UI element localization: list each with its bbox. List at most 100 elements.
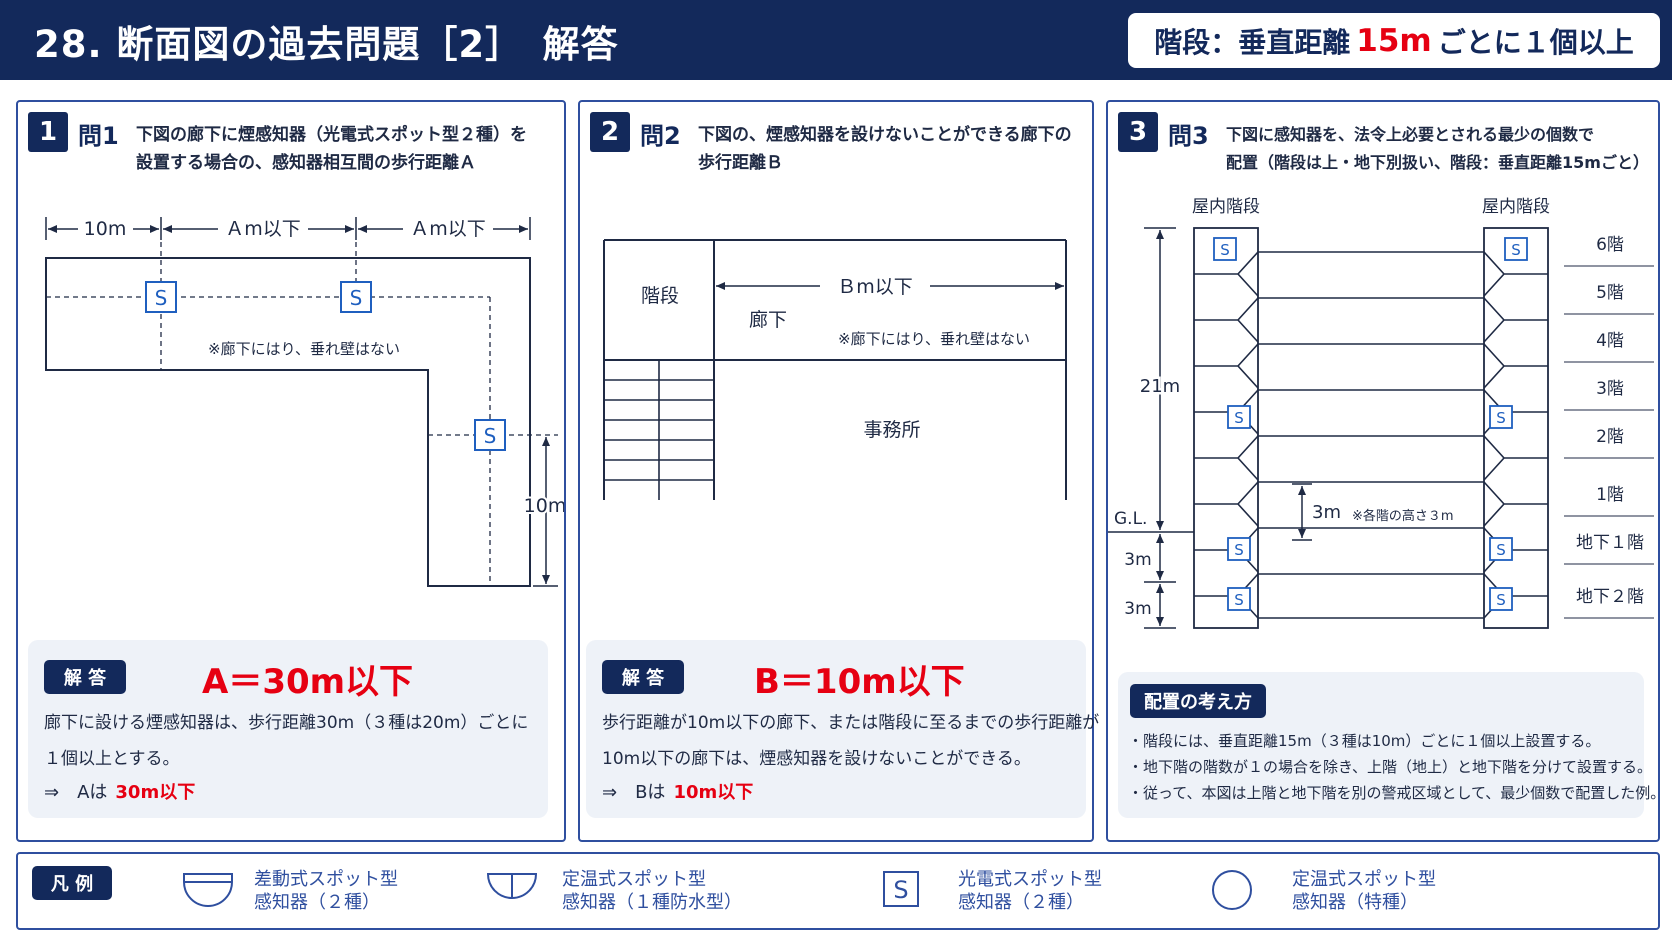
stair-landing-left	[1194, 343, 1259, 389]
building-section-diagram: 屋内階段 屋内階段 S S S S S S	[1108, 197, 1654, 629]
question-2-label: 問2	[640, 122, 681, 150]
legend-item-fixed-waterproof: 定温式スポット型 感知器（１種防水型）	[484, 868, 784, 916]
floor-label: 4階	[1596, 331, 1624, 351]
svg-text:S: S	[893, 876, 908, 904]
floor-label: 2階	[1596, 427, 1624, 447]
photoelectric-sensor-icon: S	[1489, 537, 1513, 561]
floor-label: 6階	[1596, 235, 1624, 255]
floor-label: 地下２階	[1576, 587, 1644, 607]
question-2-panel: 2 問2 下図の、煙感知器を設けないことができる廊下の 歩行距離Ｂ 階段 Ｂm以…	[578, 100, 1099, 842]
height-note: ※各階の高さ３m	[1352, 508, 1454, 524]
corridor-plan-diagram: 10m Ａm以下 Ａm以下 S S S ※廊下にはり、垂れ壁はない 10m	[45, 217, 564, 587]
fixed-temp-special-icon	[1212, 870, 1252, 910]
dim-3m-a-label: 3m	[1312, 502, 1341, 523]
question-2-text: 下図の、煙感知器を設けないことができる廊下の 歩行距離Ｂ	[698, 125, 1072, 173]
photoelectric-sensor-icon: S	[340, 281, 372, 313]
question-1-text: 下図の廊下に煙感知器（光電式スポット型２種）を 設置する場合の、感知器相互間の歩…	[136, 125, 527, 173]
legend-text-photoelectric: 光電式スポット型 感知器（２種）	[958, 869, 1102, 913]
policy-badge: 配置の考え方	[1130, 684, 1266, 718]
policy-line-1: ・階段には、垂直距離15m（３種は10m）ごとに１個以上設置する。	[1128, 732, 1601, 750]
svg-text:S: S	[1234, 591, 1244, 609]
answer-2-value: B＝10m以下	[754, 662, 965, 702]
rule-suffix: ごとに１個以上	[1437, 25, 1634, 59]
dim-b-label: Ｂm以下	[837, 276, 913, 298]
floor-label: 3階	[1596, 379, 1624, 399]
answer-1-value: A＝30m以下	[202, 662, 414, 702]
corridor-note: ※廊下にはり、垂れ壁はない	[208, 340, 400, 358]
stairs-label: 階段	[641, 285, 679, 307]
legend-item-photoelectric: S 光電式スポット型 感知器（２種）	[880, 868, 1140, 916]
stair-landing-left	[1194, 435, 1259, 481]
dim-21m-label: 21m	[1140, 376, 1180, 397]
stair-landing-left	[1194, 297, 1259, 343]
legend-bar: 凡 例 差動式スポット型 感知器（２種） 定温式スポット型 感知器（１種防水型）…	[16, 852, 1660, 930]
svg-text:S: S	[1496, 409, 1506, 427]
differential-spot-icon	[183, 873, 233, 907]
answer-2-badge: 解 答	[602, 660, 684, 694]
photoelectric-sensor-icon: S	[1227, 537, 1251, 561]
question-1-panel: 1 問1 下図の廊下に煙感知器（光電式スポット型２種）を 設置する場合の、感知器…	[16, 100, 566, 842]
policy-line-3: ・従って、本図は上階と地下階を別の警戒区域として、最少個数で配置した例。	[1128, 784, 1666, 802]
svg-text:S: S	[1511, 241, 1521, 259]
question-3-panel: 3 問3 下図に感知器を、法令上必要とされる最少の個数で 配置（階段は上・地下別…	[1106, 100, 1665, 842]
answer-2-explanation-1: 歩行距離が10m以下の廊下、または階段に至るまでの歩行距離が	[602, 713, 1100, 733]
svg-text:S: S	[1496, 591, 1506, 609]
legend-badge: 凡 例	[32, 866, 112, 900]
svg-text:S: S	[1220, 241, 1230, 259]
policy-line-2: ・地下階の階数が１の場合を除き、上階（地上）と地下階を分けて設置する。	[1128, 758, 1652, 776]
stair-left-label: 屋内階段	[1192, 197, 1260, 217]
question-2-number: 2	[590, 112, 630, 152]
photoelectric-sensor-icon: S	[474, 419, 506, 451]
legend-text-fixed-special: 定温式スポット型 感知器（特種）	[1292, 869, 1436, 913]
answer-2-conclusion-value: 10m以下	[673, 782, 754, 803]
dim-3m-b-label: 3m	[1124, 550, 1151, 570]
answer-1-explanation-2: １個以上とする。	[44, 749, 180, 769]
answer-1-explanation-1: 廊下に設ける煙感知器は、歩行距離30m（３種は20m）ごとに	[44, 713, 529, 733]
floor-label: 5階	[1596, 283, 1624, 303]
question-3-text: 下図に感知器を、法令上必要とされる最少の個数で 配置（階段は上・地下別扱い、階段…	[1226, 125, 1649, 172]
header-bar: 28. 断面図の過去問題［2］ 解答 階段：垂直距離 15m ごとに１個以上	[0, 0, 1672, 80]
svg-text:S: S	[1234, 409, 1244, 427]
corridor-note: ※廊下にはり、垂れ壁はない	[838, 330, 1030, 348]
dim-3m-c-label: 3m	[1124, 599, 1151, 619]
answer-1-badge: 解 答	[44, 660, 126, 694]
question-1-number: 1	[28, 112, 68, 152]
corridor-label: 廊下	[749, 309, 787, 331]
page-title: 28. 断面図の過去問題［2］ 解答	[34, 23, 619, 66]
svg-text:S: S	[1234, 541, 1244, 559]
stair-landing-right	[1483, 343, 1548, 389]
svg-text:S: S	[1496, 541, 1506, 559]
answer-1-conclusion-value: 30m以下	[115, 782, 196, 803]
floor-label: 1階	[1596, 485, 1624, 505]
photoelectric-sensor-icon: S	[145, 281, 177, 313]
floor-slabs	[1194, 251, 1548, 619]
svg-text:S: S	[350, 286, 363, 310]
stair-right-label: 屋内階段	[1482, 197, 1550, 217]
corridor-outline	[45, 257, 531, 587]
photoelectric-sensor-icon: S	[1489, 405, 1513, 429]
answer-2-box: 解 答 B＝10m以下 歩行距離が10m以下の廊下、または階段に至るまでの歩行距…	[586, 640, 1099, 818]
stair-landing-left	[1194, 481, 1259, 527]
photoelectric-sensor-icon: S	[1227, 405, 1251, 429]
office-label: 事務所	[863, 419, 920, 441]
dim-a1-label: Ａm以下	[225, 218, 301, 240]
answer-1-box: 解 答 A＝30m以下 廊下に設ける煙感知器は、歩行距離30m（３種は20m）ご…	[28, 640, 548, 818]
question-1-label: 問1	[78, 122, 119, 150]
floor-label: 地下１階	[1576, 533, 1644, 553]
photoelectric-spot-icon: S	[883, 871, 919, 907]
rule-prefix: 階段：垂直距離	[1154, 25, 1351, 59]
policy-box: 配置の考え方 ・階段には、垂直距離15m（３種は10m）ごとに１個以上設置する。…	[1118, 672, 1665, 818]
svg-text:S: S	[155, 286, 168, 310]
dim-10m-label: 10m	[84, 218, 127, 240]
stair-treads	[604, 360, 714, 500]
legend-text-differential: 差動式スポット型 感知器（２種）	[254, 869, 398, 913]
photoelectric-sensor-icon: S	[1227, 587, 1251, 611]
question-3-number: 3	[1118, 112, 1158, 152]
stair-landing-right	[1483, 435, 1548, 481]
dim-vertical-label: 10m	[524, 495, 564, 517]
legend-item-fixed-special: 定温式スポット型 感知器（特種）	[1208, 868, 1468, 916]
rule-value: 15m	[1356, 22, 1432, 59]
